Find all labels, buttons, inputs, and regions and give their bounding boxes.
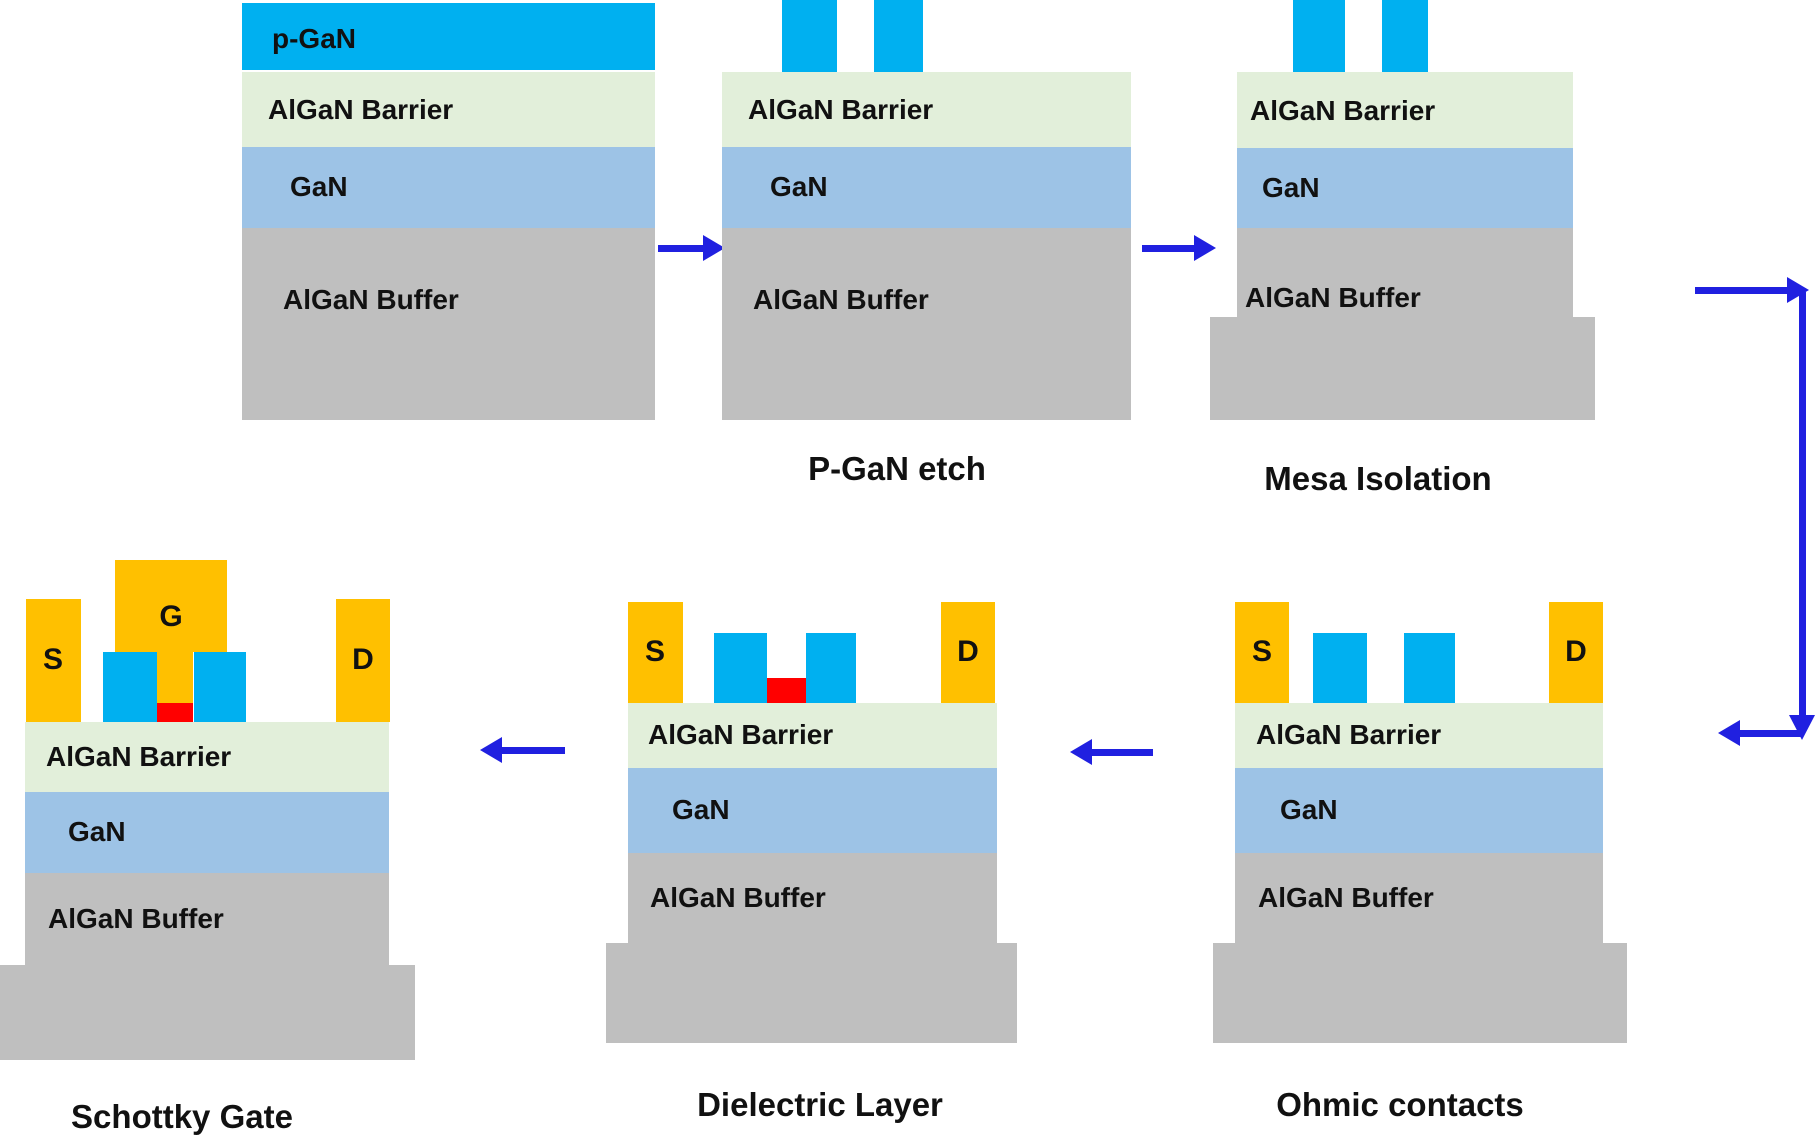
initial-barrier-label: AlGaN Barrier (268, 94, 454, 125)
mesa-barrier-label: AlGaN Barrier (1250, 95, 1436, 126)
schottky-buffer-base (0, 965, 415, 1060)
dielectric-drain-label: D (957, 635, 979, 668)
ohmic-drain-label: D (1565, 635, 1587, 668)
etch-gan-label: GaN (770, 171, 828, 202)
ohmic-buffer-label: AlGaN Buffer (1258, 882, 1434, 913)
etch-pgan-pillar-right (874, 0, 923, 72)
etch-caption: P-GaN etch (808, 450, 986, 487)
ohmic-source-label: S (1251, 635, 1273, 668)
mesa-buffer-base (1210, 317, 1595, 420)
schottky-source-label: S (42, 643, 64, 676)
mesa-buffer-upper (1237, 228, 1573, 317)
arrow-line (1092, 749, 1153, 756)
etch-buffer-label: AlGaN Buffer (753, 284, 929, 315)
schottky-pgan-pillar-left (103, 652, 157, 722)
dielectric-red-layer (762, 678, 812, 703)
ohmic-buffer-upper (1235, 853, 1603, 943)
ohmic-caption: Ohmic contacts (1276, 1086, 1524, 1123)
mesa-pgan-pillar-left (1293, 0, 1345, 75)
ohmic-barrier-label: AlGaN Barrier (1256, 719, 1442, 750)
ohmic-source-contact (1235, 602, 1289, 703)
schottky-gan-label: GaN (68, 816, 126, 847)
dielectric-buffer-upper (628, 853, 997, 943)
dielectric-buffer-base (606, 943, 1017, 1043)
etch-barrier-layer (722, 72, 1131, 147)
ohmic-pgan-pillar-right (1404, 633, 1455, 703)
arrow-line (1142, 245, 1194, 252)
initial-pgan-layer (242, 3, 655, 70)
initial-gan-label: GaN (290, 171, 348, 202)
ohmic-gan-layer (1235, 768, 1603, 853)
ohmic-pgan-pillar-left (1313, 633, 1367, 703)
schottky-buffer-label: AlGaN Buffer (48, 903, 224, 934)
schottky-caption: Schottky Gate (71, 1098, 293, 1135)
connector-bottom-line (1740, 730, 1803, 737)
schottky-source-contact (26, 599, 81, 722)
dielectric-pgan-pillar-left (714, 633, 767, 703)
dielectric-gan-layer (628, 768, 997, 853)
dielectric-barrier-layer (628, 703, 997, 768)
schottky-drain-label: D (352, 643, 374, 676)
etch-barrier-label: AlGaN Barrier (748, 94, 934, 125)
schottky-barrier-label: AlGaN Barrier (46, 741, 232, 772)
ohmic-drain-contact (1549, 602, 1603, 703)
etch-gan-layer (722, 147, 1131, 228)
initial-barrier-layer (242, 72, 655, 147)
schottky-gan-layer (25, 792, 389, 873)
mesa-caption: Mesa Isolation (1264, 460, 1492, 497)
mesa-buffer-label: AlGaN Buffer (1245, 282, 1421, 313)
dielectric-gan-label: GaN (672, 794, 730, 825)
mesa-gan-label: GaN (1262, 172, 1320, 203)
schottky-gate-label: G (159, 600, 183, 633)
connector-top-line (1695, 287, 1787, 294)
ohmic-buffer-base (1213, 943, 1627, 1043)
arrow-line (658, 245, 703, 252)
ohmic-gan-label: GaN (1280, 794, 1338, 825)
initial-buffer-layer (242, 228, 655, 420)
etch-buffer-layer (722, 228, 1131, 420)
arrow-right-icon (1194, 235, 1216, 261)
schottky-barrier-layer (25, 722, 389, 792)
arrow-line (502, 747, 565, 754)
dielectric-source-label: S (644, 635, 666, 668)
dielectric-pgan-pillar-right (806, 633, 856, 703)
schottky-gate-stem (157, 652, 193, 703)
mesa-pgan-pillar-right (1382, 0, 1428, 75)
dielectric-buffer-label: AlGaN Buffer (650, 882, 826, 913)
schottky-pgan-pillar-right (194, 652, 246, 722)
arrow-left-icon (1070, 739, 1092, 765)
dielectric-source-contact (628, 602, 683, 703)
arrow-right-icon (703, 235, 725, 261)
dielectric-caption: Dielectric Layer (697, 1086, 943, 1123)
schottky-gate-top (115, 560, 227, 652)
dielectric-barrier-label: AlGaN Barrier (648, 719, 834, 750)
schottky-red-layer (157, 703, 193, 722)
mesa-barrier-layer (1237, 72, 1573, 148)
arrow-left-icon (480, 737, 502, 763)
dielectric-drain-contact (941, 602, 995, 703)
schottky-buffer-upper (25, 873, 389, 965)
etch-pgan-pillar-left (782, 0, 837, 72)
initial-pgan-label: p-GaN (272, 23, 356, 54)
ohmic-barrier-layer (1235, 703, 1603, 768)
arrow-left-icon (1718, 720, 1740, 746)
initial-buffer-label: AlGaN Buffer (283, 284, 459, 315)
schottky-drain-contact (336, 599, 390, 722)
initial-gan-layer (242, 147, 655, 228)
connector-vertical-line (1799, 292, 1806, 718)
mesa-gan-layer (1237, 148, 1573, 228)
